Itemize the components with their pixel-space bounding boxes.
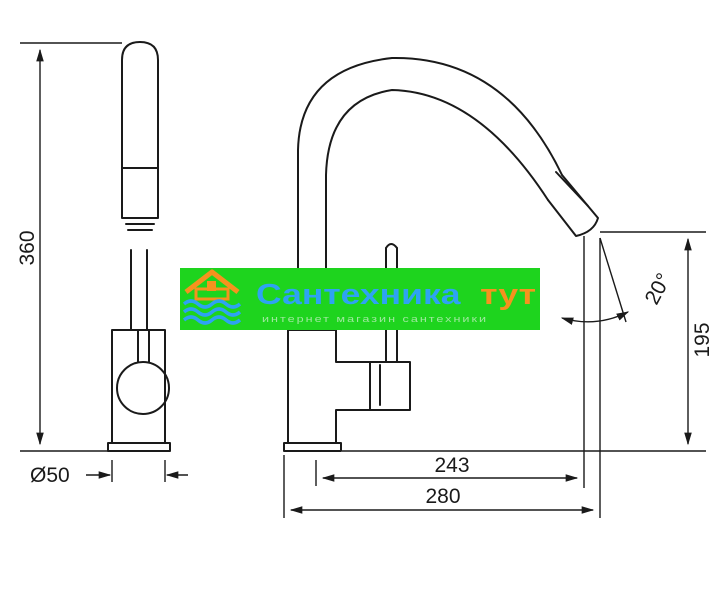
watermark-background <box>180 268 540 330</box>
dimension-243: 243 <box>315 236 585 488</box>
spout-height-label: 195 <box>691 322 714 357</box>
diameter-label: Ø50 <box>30 464 70 487</box>
brand-main-text: Сантехника <box>256 279 462 311</box>
overall-length-label: 280 <box>425 485 460 508</box>
brand-accent-text: тут <box>480 279 536 311</box>
brand-tagline: интернет магазин сантехники <box>262 314 488 325</box>
house-logo-icon <box>182 269 242 325</box>
faucet-side-view <box>107 41 171 452</box>
dimension-diameter: Ø50 <box>30 460 188 487</box>
dimension-360: 360 <box>16 42 122 452</box>
spout-reach-label: 243 <box>434 454 469 477</box>
svg-text:Сантехника тут: Сантехника тут <box>256 279 536 311</box>
swivel-angle-label: 20° <box>641 270 676 309</box>
dimension-195: 195 <box>342 231 714 452</box>
watermark-banner: Сантехника тут интернет магазин сантехни… <box>180 268 540 330</box>
dimension-angle: 20° <box>560 237 676 325</box>
faucet-front-view <box>283 56 599 452</box>
height-total-label: 360 <box>16 230 39 265</box>
dimension-280: 280 <box>283 238 601 518</box>
